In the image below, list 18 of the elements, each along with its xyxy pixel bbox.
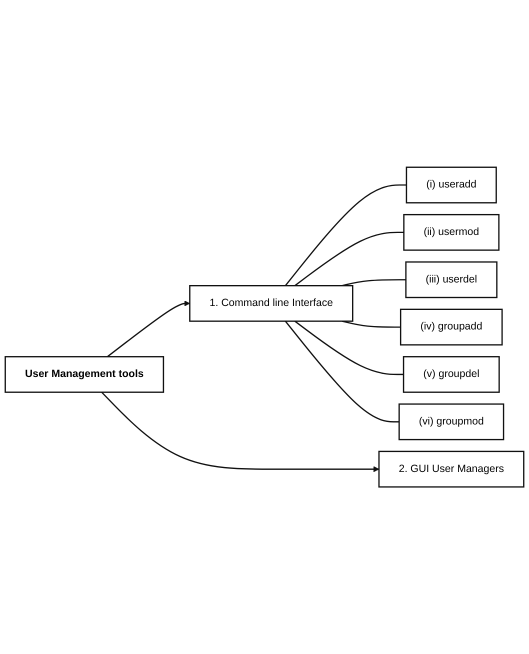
node-box: [4, 356, 164, 393]
node-box: [402, 356, 500, 393]
node-box: [189, 284, 354, 322]
node-box: [378, 450, 524, 488]
connector: [294, 320, 404, 375]
node-box: [400, 308, 503, 346]
node-box: [405, 261, 498, 298]
connector: [294, 232, 404, 286]
node-box: [398, 403, 504, 440]
connector: [284, 320, 400, 422]
connector: [342, 278, 406, 286]
node-box: [406, 166, 497, 204]
arrow: [101, 392, 380, 472]
arrow: [107, 300, 190, 358]
connector: [342, 320, 401, 328]
node-box: [403, 214, 500, 251]
connector: [284, 184, 406, 286]
tree-diagram: User Management tools 1. Command line Interface (i) useradd (ii) usermod (iii) userdel (iv) groupadd (v) groupdel (vi) groupmod 2. GUI User Managers: [0, 162, 529, 492]
